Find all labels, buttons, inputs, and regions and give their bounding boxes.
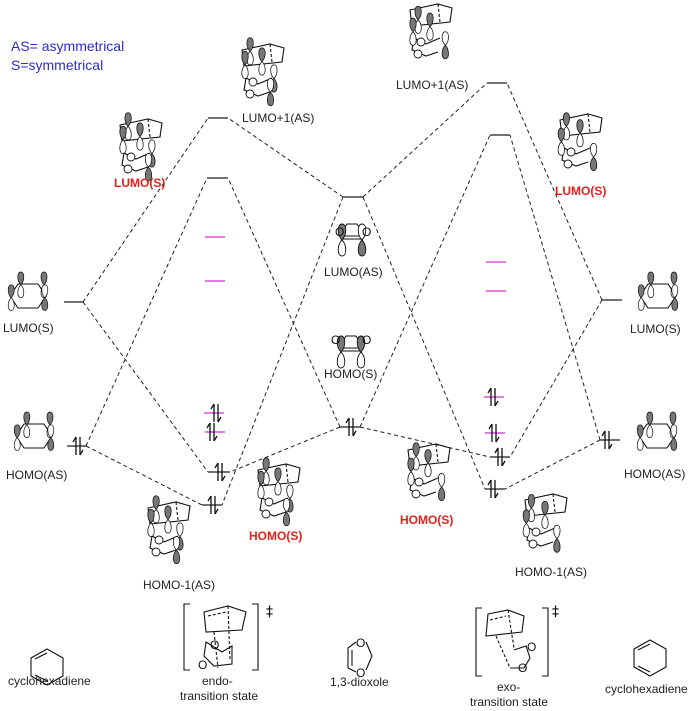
- energy-levels: [64, 82, 622, 506]
- orbital-endo-homo1: [147, 495, 191, 565]
- oxygen-label: O: [362, 333, 371, 347]
- corr-right-homo-exo-lumo: [509, 134, 601, 441]
- orbital-exo-lumo: [557, 112, 603, 171]
- corr-right-homo-exo-homo1: [504, 439, 601, 490]
- correlation-lines: [82, 82, 603, 506]
- label-center-lumo: LUMO(AS): [324, 265, 383, 279]
- label-right-lumo: LUMO(S): [630, 322, 681, 336]
- corr-right-lumo-exo-lumo1: [506, 82, 603, 301]
- orbital-exo-lumo1: [409, 3, 453, 60]
- orbital-endo-lumo1: [241, 37, 285, 107]
- oxygen-label: O: [527, 640, 536, 654]
- label-exo-homo: HOMO(S): [400, 513, 453, 527]
- ts-dagger-exo: ‡: [552, 604, 559, 620]
- oxygen-label: O: [356, 666, 365, 680]
- label-endo-ts-1: endo-: [202, 674, 233, 688]
- corr-center-homo-endo-homo: [229, 426, 341, 473]
- orbital-right-lumo: [637, 271, 679, 311]
- label-cyclohexadiene-right: cyclohexadiene: [605, 682, 688, 696]
- corr-left-lumo-endo-homo: [82, 301, 209, 473]
- corr-center-homo-endo-lumo: [227, 177, 341, 428]
- label-dioxole: 1,3-dioxole: [330, 675, 389, 689]
- ts-dagger-endo: ‡: [266, 604, 273, 620]
- label-endo-homo: HOMO(S): [249, 529, 302, 543]
- corr-center-homo-exo-homo: [359, 426, 491, 458]
- orbital-left-homo: [13, 411, 55, 451]
- label-exo-ts-1: exo-: [497, 680, 520, 694]
- corr-center-lumo-exo-homo1: [362, 196, 486, 490]
- oxygen-label: O: [331, 333, 340, 347]
- orbital-exo-homo1: [522, 493, 568, 553]
- corr-left-lumo-endo-lumo1: [82, 117, 209, 303]
- label-exo-lumo1: LUMO+1(AS): [396, 78, 468, 92]
- corr-center-lumo-endo-lumo1: [227, 117, 344, 198]
- corr-left-homo-endo-lumo: [85, 177, 208, 447]
- label-exo-lumo: LUMO(S): [555, 184, 606, 198]
- structure-dioxole: [347, 641, 373, 673]
- structure-endo-ts: [183, 603, 259, 671]
- structure-exo-ts: [475, 607, 549, 677]
- orbital-endo-homo: [257, 457, 301, 527]
- label-endo-lumo1: LUMO+1(AS): [242, 111, 314, 125]
- corr-center-lumo-exo-lumo1: [362, 82, 488, 198]
- corr-right-lumo-exo-homo: [509, 299, 603, 458]
- label-endo-homo1: HOMO-1(AS): [143, 578, 215, 592]
- corr-center-lumo-endo-homo1: [221, 196, 344, 506]
- label-exo-homo1: HOMO-1(AS): [515, 565, 587, 579]
- oxygen-label: O: [210, 638, 219, 652]
- oxygen-label: O: [356, 636, 365, 650]
- structure-cyclohexadiene-right: [633, 639, 667, 677]
- orbital-center-lumo: [337, 223, 367, 257]
- label-right-homo: HOMO(AS): [624, 467, 685, 481]
- legend-symmetrical: S=symmetrical: [11, 57, 103, 73]
- orbital-exo-homo: [407, 442, 451, 501]
- oxygen-label: O: [335, 225, 344, 239]
- orbital-center-homo: [336, 335, 366, 369]
- label-cyclohexadiene-left: cyclohexadiene: [8, 674, 91, 688]
- orbital-endo-lumo: [119, 112, 163, 182]
- label-exo-ts-2: transition state: [470, 695, 548, 709]
- label-center-homo: HOMO(S): [324, 367, 377, 381]
- label-endo-ts-2: transition state: [180, 689, 258, 703]
- orbital-left-lumo: [7, 271, 49, 311]
- label-left-homo: HOMO(AS): [6, 468, 67, 482]
- label-endo-lumo: LUMO(S): [114, 176, 165, 190]
- legend-asymmetrical: AS= asymmetrical: [11, 38, 124, 54]
- corr-center-homo-exo-lumo: [359, 134, 491, 428]
- oxygen-label: O: [362, 225, 371, 239]
- oxygen-label: O: [198, 658, 207, 672]
- corr-left-homo-endo-homo1: [85, 445, 203, 506]
- oxygen-label: O: [518, 661, 527, 675]
- structure-cyclohexadiene-left: [30, 648, 64, 686]
- orbital-right-homo: [636, 411, 678, 451]
- label-left-lumo: LUMO(S): [3, 321, 54, 335]
